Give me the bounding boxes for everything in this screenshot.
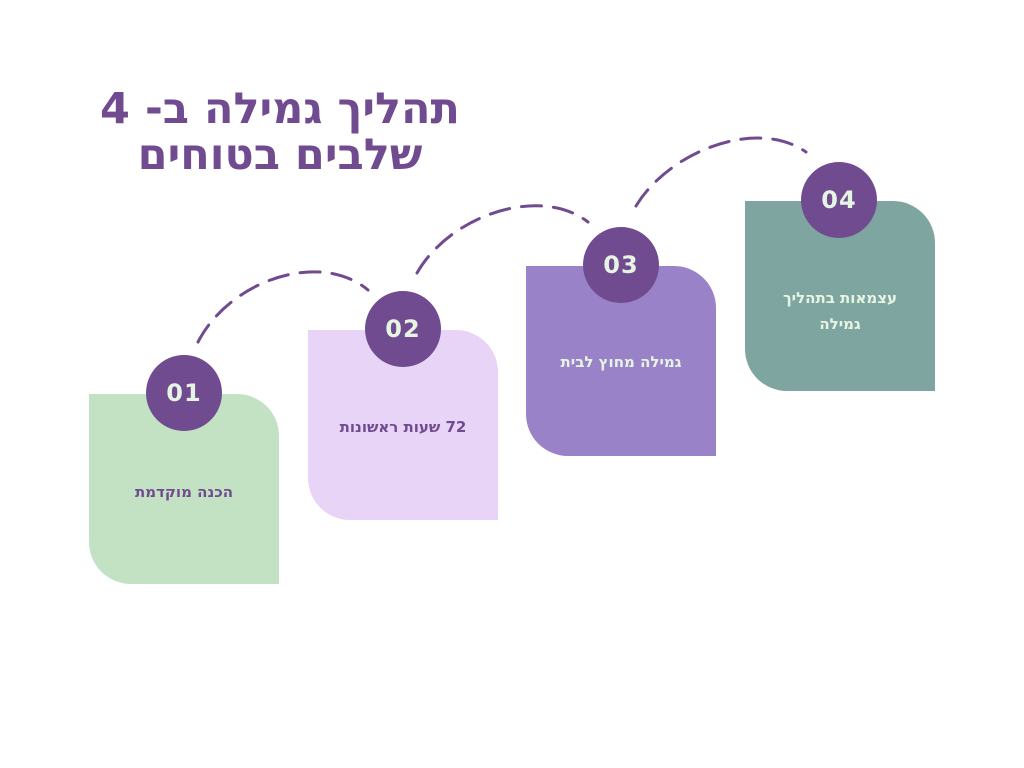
connector-arc-2-3 (415, 204, 590, 275)
step-label: 72 שעות ראשונות (339, 418, 467, 436)
step-card-4: עצמאות בתהליך גמילה (745, 201, 935, 391)
connector-arc-1-2 (196, 270, 370, 344)
step-label: הכנה מוקדמת (134, 483, 234, 501)
step-number-badge: 03 (583, 227, 659, 303)
step-number-badge: 04 (801, 162, 877, 238)
step-label: עצמאות בתהליך גמילה (782, 289, 898, 333)
step-number-badge: 02 (365, 291, 441, 367)
step-number-badge: 01 (146, 355, 222, 431)
page-title: תהליך גמילה ב- 4 שלבים בטוחים (80, 86, 480, 178)
title-line-1: תהליך גמילה ב- 4 (100, 84, 460, 134)
step-label: גמילה מחוץ לבית (560, 353, 682, 371)
connector-arc-3-4 (634, 136, 808, 208)
title-line-2: שלבים בטוחים (137, 130, 423, 180)
